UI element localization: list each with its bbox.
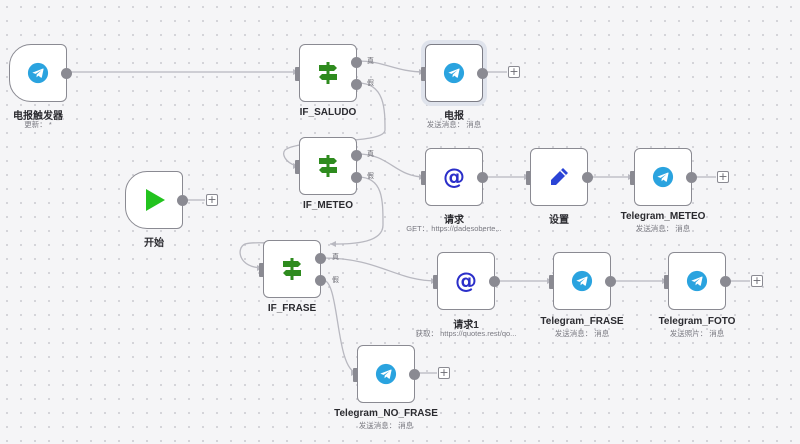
input-port[interactable]	[421, 67, 426, 81]
svg-text:@: @	[443, 165, 465, 190]
branch-label-false: 假	[332, 277, 339, 284]
arrowhead	[330, 241, 336, 247]
output-port[interactable]	[582, 172, 593, 183]
branch-label-true: 真	[332, 254, 339, 261]
node-label: 电报触发器	[13, 111, 63, 122]
node-telegram[interactable]	[421, 44, 488, 102]
node-request[interactable]: @	[421, 148, 488, 206]
output-port[interactable]	[605, 276, 616, 287]
output-port-true[interactable]	[351, 57, 362, 68]
signpost-icon	[283, 258, 301, 280]
at-sign-icon: @	[443, 165, 465, 190]
add-node-button[interactable]: +	[438, 366, 450, 379]
input-port[interactable]	[421, 171, 426, 185]
input-port[interactable]	[259, 263, 264, 277]
node-label: 请求	[444, 215, 464, 226]
node-subtitle: 发送消息： 消息	[635, 224, 691, 233]
signpost-icon	[319, 62, 337, 84]
node-label: Telegram_NO_FRASE	[334, 408, 438, 419]
edge-if-frase-false-to-telegram-no-frase	[322, 279, 358, 374]
output-port[interactable]	[489, 276, 500, 287]
input-port[interactable]	[295, 67, 300, 81]
node-subtitle: 发送照片： 消息	[669, 329, 725, 338]
play-icon	[146, 189, 165, 211]
node-label: 设置	[549, 215, 569, 226]
node-start[interactable]	[125, 171, 188, 229]
node-label: IF_FRASE	[267, 303, 317, 314]
telegram-icon	[375, 363, 397, 385]
input-port[interactable]	[664, 275, 669, 289]
output-port[interactable]	[61, 68, 72, 79]
node-subtitle: GET： https://dadesoberte...	[406, 224, 502, 233]
node-set[interactable]	[526, 148, 593, 206]
output-port-false[interactable]	[351, 172, 362, 183]
node-telegram-meteo[interactable]	[630, 148, 697, 206]
input-port[interactable]	[295, 160, 300, 174]
node-label: IF_SALUDO	[299, 107, 357, 118]
node-label: IF_METEO	[302, 200, 353, 211]
output-port[interactable]	[686, 172, 697, 183]
node-label: 电报	[444, 111, 464, 122]
input-port[interactable]	[630, 171, 635, 185]
output-port[interactable]	[477, 68, 488, 79]
node-subtitle: 发送消息： 消息	[358, 421, 414, 430]
node-label: 开始	[144, 238, 164, 249]
svg-text:@: @	[455, 269, 477, 294]
add-node-button[interactable]: +	[206, 193, 218, 206]
node-telegram-no-frase[interactable]	[353, 345, 420, 403]
node-label: 请求1	[453, 320, 479, 331]
node-label: Telegram_METEO	[620, 211, 706, 222]
pencil-icon	[551, 168, 568, 185]
branch-label-true: 真	[367, 58, 374, 65]
node-if-meteo[interactable]	[295, 137, 362, 195]
node-subtitle: 获取： https://quotes.rest/qo...	[415, 329, 517, 338]
node-request1[interactable]: @	[433, 252, 500, 310]
telegram-icon	[27, 62, 49, 84]
edge-if-meteo-true-to-request	[357, 153, 426, 178]
output-port[interactable]	[409, 369, 420, 380]
telegram-icon	[686, 270, 708, 292]
node-label: Telegram_FOTO	[658, 316, 736, 327]
input-port[interactable]	[526, 171, 531, 185]
add-node-button[interactable]: +	[717, 170, 729, 183]
node-telegram-frase[interactable]	[549, 252, 616, 310]
branch-label-true: 真	[367, 151, 374, 158]
telegram-icon	[443, 62, 465, 84]
output-port[interactable]	[477, 172, 488, 183]
node-subtitle: 更新： *	[24, 120, 52, 129]
at-sign-icon: @	[455, 269, 477, 294]
output-port[interactable]	[720, 276, 731, 287]
add-node-button[interactable]: +	[751, 274, 763, 287]
branch-label-false: 假	[367, 80, 374, 87]
node-label: Telegram_FRASE	[540, 316, 624, 327]
output-port-true[interactable]	[315, 253, 326, 264]
node-telegram-foto[interactable]	[664, 252, 731, 310]
telegram-icon	[571, 270, 593, 292]
edge-if-meteo-false-to-if-frase	[329, 176, 384, 245]
node-subtitle: 发送消息： 消息	[554, 329, 610, 338]
branch-label-false: 假	[367, 173, 374, 180]
input-port[interactable]	[433, 275, 438, 289]
output-port-true[interactable]	[351, 150, 362, 161]
input-port[interactable]	[549, 275, 554, 289]
output-port-false[interactable]	[315, 275, 326, 286]
output-port-false[interactable]	[351, 79, 362, 90]
add-node-button[interactable]: +	[508, 65, 520, 78]
edge-if-frase-true-to-request1	[322, 257, 438, 282]
output-port[interactable]	[177, 195, 188, 206]
node-if-saludo[interactable]	[295, 44, 362, 102]
node-subtitle: 发送消息： 消息	[426, 120, 482, 129]
input-port[interactable]	[353, 368, 358, 382]
node-if-frase[interactable]	[259, 240, 326, 298]
node-telegram-trigger[interactable]	[9, 44, 72, 102]
signpost-icon	[319, 155, 337, 177]
telegram-icon	[652, 166, 674, 188]
edge-if-saludo-true-to-telegram	[357, 60, 426, 73]
